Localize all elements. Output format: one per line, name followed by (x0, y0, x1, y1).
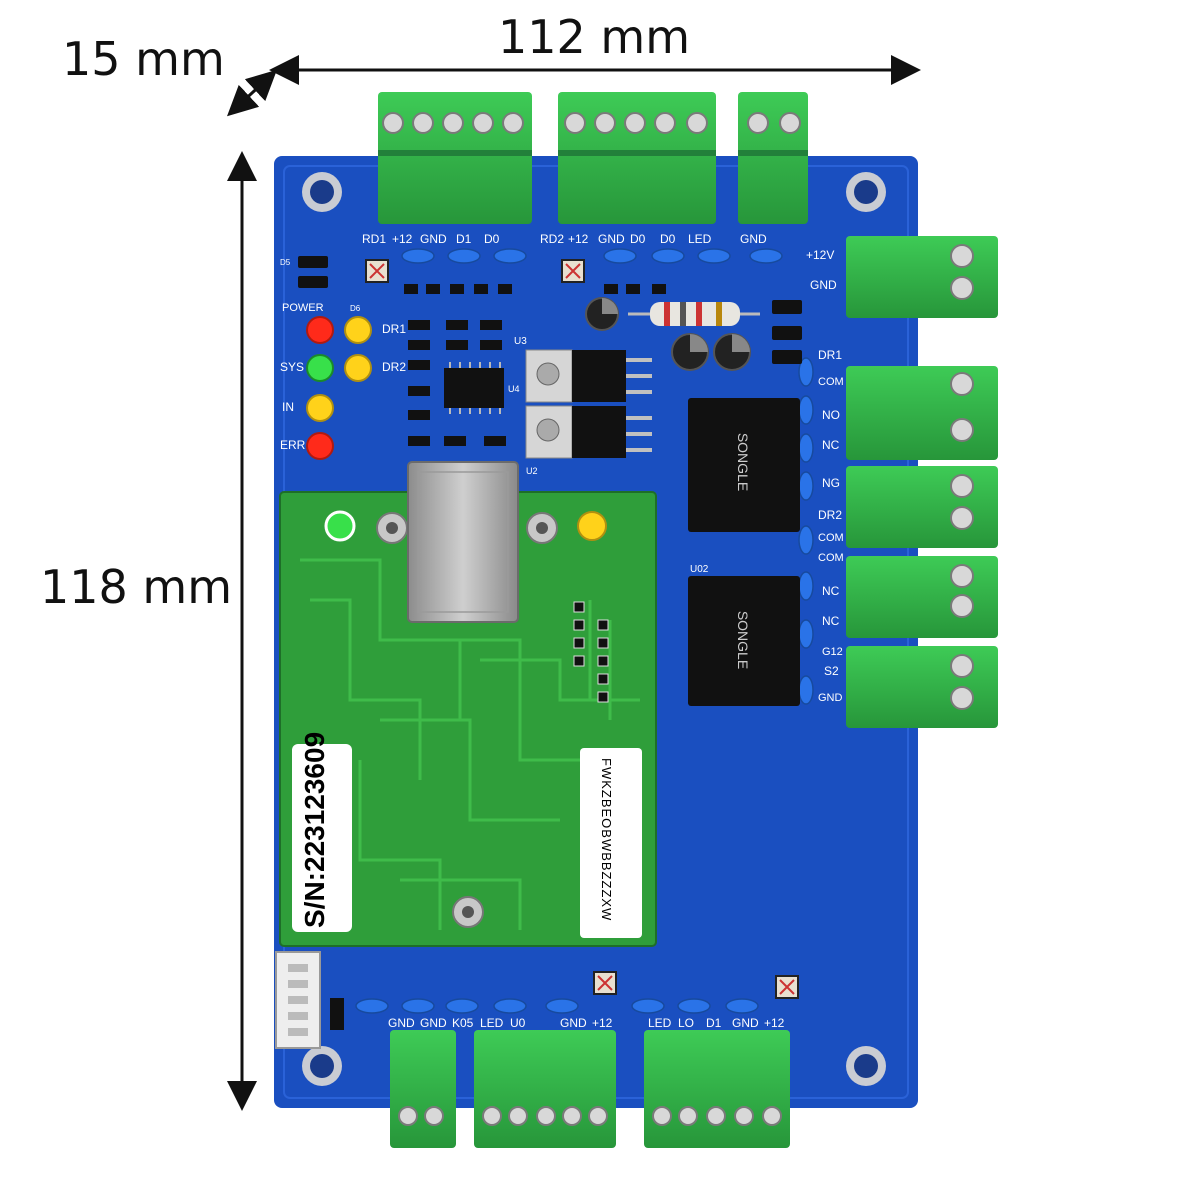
top-label-rd2-gnd: GND (598, 232, 625, 246)
chip-label-u3: U3 (514, 336, 527, 347)
electrolytic-capacitors (585, 297, 751, 371)
relay-1 (688, 398, 800, 532)
ic-chip-u4 (444, 368, 504, 408)
top-label-rd2-led: LED (688, 232, 712, 246)
depth-dimension-label: 15 mm (62, 32, 225, 86)
right-label-nc1: NC (822, 438, 840, 452)
top-label-rd1-d0: D0 (484, 232, 500, 246)
bottom-label-5: U0 (510, 1016, 526, 1030)
right-label-12v: +12V (806, 248, 835, 262)
right-label-s2: S2 (824, 664, 839, 678)
serial-label-background (292, 744, 352, 932)
bottom-label-8: LED (648, 1016, 672, 1030)
ethernet-shield (407, 461, 519, 623)
right-label-dr2: DR2 (818, 508, 843, 522)
relay-1-text: SONGLE (735, 432, 752, 492)
chip-label-u2: U2 (526, 466, 538, 476)
bottom-label-10: D1 (706, 1016, 722, 1030)
right-label-ng: NG (822, 476, 840, 490)
capacitors-top (401, 248, 783, 264)
chip-label-d5: D5 (280, 258, 291, 267)
led-label-err: ERR (280, 438, 306, 452)
chip-label-d6: D6 (350, 304, 361, 313)
bottom-terminal-blocks (390, 1030, 790, 1148)
relay-2 (688, 576, 800, 706)
barcode-text: FWKZBEOBWBBZZZXW (599, 758, 614, 922)
bottom-label-7: +12 (592, 1016, 613, 1030)
height-dimension-label: 118 mm (40, 560, 233, 614)
right-label-gnd2: GND (818, 692, 843, 704)
capacitors-bottom (355, 998, 759, 1014)
err-led (306, 432, 334, 460)
capacitors-right (798, 357, 814, 705)
mounting-holes (302, 172, 886, 1086)
depth-arrow (227, 69, 277, 117)
top-label-rd1-d1: D1 (456, 232, 472, 246)
top-label-rd2-d0a: D0 (630, 232, 646, 246)
top-label-rd2-12: +12 (568, 232, 589, 246)
right-label-no1: NO (822, 408, 840, 422)
status-leds (306, 316, 372, 460)
led-label-in: IN (282, 400, 294, 414)
top-label-rd1-gnd: GND (420, 232, 447, 246)
bottom-label-6: GND (560, 1016, 587, 1030)
dr1-led (344, 316, 372, 344)
chip-label-u4: U4 (508, 384, 520, 394)
top-label-third-gnd: GND (740, 232, 767, 246)
barcode-label-background (580, 748, 642, 938)
bottom-label-4: LED (480, 1016, 504, 1030)
bottom-label-3: K05 (452, 1016, 474, 1030)
module-green-led (324, 510, 356, 542)
bottom-label-11: GND (732, 1016, 759, 1030)
serial-number: S/N:223123609 (299, 731, 330, 928)
sys-led (306, 354, 334, 382)
right-label-com3: COM (818, 552, 844, 564)
right-label-dr1: DR1 (818, 348, 843, 362)
led-label-sys: SYS (280, 360, 305, 374)
module-traces (300, 558, 640, 930)
bottom-label-2: GND (420, 1016, 447, 1030)
right-label-gnd: GND (810, 278, 837, 292)
right-terminal-blocks (846, 236, 998, 728)
bottom-label-12: +12 (764, 1016, 785, 1030)
smd-components (298, 256, 802, 1030)
top-label-rd2-d0b: D0 (660, 232, 676, 246)
chip-label-u02: U02 (690, 564, 709, 575)
voltage-regulators (525, 349, 652, 459)
module-header-pins (573, 601, 609, 703)
right-label-com1: COM (818, 376, 844, 388)
right-label-nc2: NC (822, 584, 840, 598)
dr2-led (344, 354, 372, 382)
led-label-dr2: DR2 (382, 360, 407, 374)
relay-2-text: SONGLE (735, 610, 752, 670)
top-label-rd2: RD2 (540, 232, 565, 246)
right-label-nc3: NC (822, 614, 840, 628)
bottom-label-9: LO (678, 1016, 695, 1030)
led-label-power: POWER (282, 302, 324, 314)
module-yellow-led (577, 511, 607, 541)
right-label-g12: G12 (822, 646, 843, 658)
power-led (306, 316, 334, 344)
top-terminal-blocks (378, 92, 808, 224)
top-label-rd1-12: +12 (392, 232, 413, 246)
led-label-dr1: DR1 (382, 322, 407, 336)
in-led (306, 394, 334, 422)
bottom-label-1: GND (388, 1016, 415, 1030)
fuses (365, 259, 799, 999)
right-label-com2: COM (818, 532, 844, 544)
top-label-rd1: RD1 (362, 232, 387, 246)
resistor (628, 302, 760, 326)
